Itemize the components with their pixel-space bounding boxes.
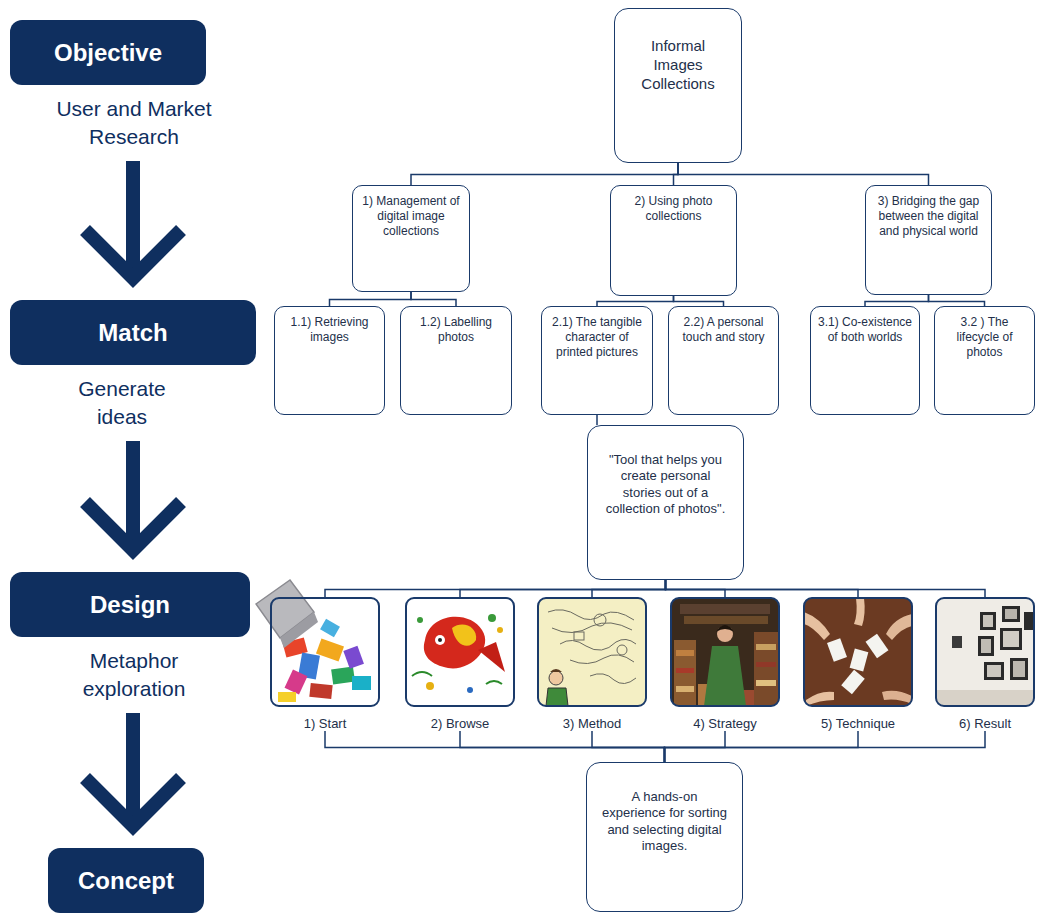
topic-box: "Tool that helps you create personal sto… bbox=[587, 425, 744, 580]
box-text: 3.1) Co-existence of both worlds bbox=[817, 315, 913, 345]
tree-connector bbox=[666, 580, 986, 597]
tree-connector bbox=[597, 415, 598, 425]
tree-connector bbox=[929, 295, 985, 306]
box-text: 1.1) Retrieving images bbox=[281, 315, 378, 345]
process-step: MatchGenerate ideas bbox=[10, 300, 250, 431]
topic-box: 2.1) The tangible character of printed p… bbox=[541, 306, 653, 415]
strategy-picture bbox=[671, 598, 779, 706]
technique-picture bbox=[804, 598, 912, 706]
metaphor-picture-node: 6) Result bbox=[935, 597, 1035, 731]
metaphor-picture-node: 1) Start bbox=[270, 597, 380, 731]
picture-frame bbox=[537, 597, 647, 707]
topic-box: 2.2) A personal touch and story bbox=[668, 306, 779, 415]
step-badge: Design bbox=[10, 572, 250, 637]
topic-box: 1) Management of digital image collectio… bbox=[352, 185, 470, 292]
topic-box: 1.1) Retrieving images bbox=[274, 306, 385, 415]
topic-box: Informal Images Collections bbox=[614, 8, 742, 163]
tree-connector bbox=[460, 731, 665, 762]
metaphor-picture-node: 4) Strategy bbox=[670, 597, 780, 731]
metaphor-picture-node: 5) Technique bbox=[803, 597, 913, 731]
step-title-text: Match bbox=[98, 319, 167, 347]
flow-arrow bbox=[85, 161, 181, 278]
box-text: Informal Images Collections bbox=[627, 37, 729, 93]
picture-caption: 2) Browse bbox=[405, 716, 515, 731]
box-text: "Tool that helps you create personal sto… bbox=[600, 452, 731, 517]
tree-connector bbox=[411, 163, 678, 185]
topic-box: 2) Using photo collections bbox=[610, 185, 737, 296]
tree-connector bbox=[666, 580, 726, 597]
step-title-text: Design bbox=[90, 591, 170, 619]
picture-frame bbox=[405, 597, 515, 707]
step-subtitle: Generate ideas bbox=[62, 375, 182, 431]
step-title-text: Objective bbox=[54, 39, 162, 67]
picture-caption: 4) Strategy bbox=[670, 716, 780, 731]
flow-arrow bbox=[85, 441, 181, 550]
picture-caption: 3) Method bbox=[537, 716, 647, 731]
tree-connector bbox=[678, 163, 929, 185]
picture-caption: 5) Technique bbox=[803, 716, 913, 731]
tree-connector bbox=[865, 295, 929, 306]
step-subtitle: User and Market Research bbox=[34, 95, 234, 151]
tree-connector bbox=[325, 580, 666, 597]
box-text: A hands-on experience for sorting and se… bbox=[599, 789, 730, 854]
topic-box: 3.2 ) The lifecycle of photos bbox=[934, 306, 1035, 415]
tree-connector bbox=[460, 580, 666, 597]
tree-connector bbox=[330, 292, 412, 306]
box-text: 1) Management of digital image collectio… bbox=[359, 194, 463, 239]
tree-connector bbox=[592, 731, 665, 762]
box-text: 1.2) Labelling photos bbox=[407, 315, 505, 345]
box-text: 2.1) The tangible character of printed p… bbox=[548, 315, 646, 360]
box-text: 2) Using photo collections bbox=[617, 194, 730, 224]
picture-caption: 1) Start bbox=[270, 716, 380, 731]
tree-connector bbox=[665, 731, 986, 762]
topic-box: A hands-on experience for sorting and se… bbox=[586, 762, 743, 912]
box-text: 3) Bridging the gap between the digital … bbox=[872, 194, 985, 239]
box-text: 2.2) A personal touch and story bbox=[675, 315, 772, 345]
tree-connector bbox=[597, 296, 674, 306]
method-picture bbox=[538, 598, 646, 706]
process-step: Concept bbox=[48, 848, 204, 913]
step-title-text: Concept bbox=[78, 867, 174, 895]
flow-arrow bbox=[85, 713, 181, 826]
picture-frame bbox=[670, 597, 780, 707]
tree-connector bbox=[325, 731, 665, 762]
box-text: 3.2 ) The lifecycle of photos bbox=[941, 315, 1028, 360]
step-badge: Concept bbox=[48, 848, 204, 913]
result-picture bbox=[936, 598, 1034, 706]
step-badge: Match bbox=[10, 300, 256, 365]
tree-connector bbox=[666, 580, 859, 597]
picture-caption: 6) Result bbox=[935, 716, 1035, 731]
tree-connector bbox=[592, 580, 666, 597]
metaphor-picture-node: 2) Browse bbox=[405, 597, 515, 731]
tree-connector bbox=[665, 731, 859, 762]
tree-connector bbox=[674, 296, 724, 306]
metaphor-picture-node: 3) Method bbox=[537, 597, 647, 731]
step-badge: Objective bbox=[10, 20, 206, 85]
tree-connector bbox=[665, 731, 726, 762]
picture-frame bbox=[803, 597, 913, 707]
step-subtitle: Metaphor exploration bbox=[54, 647, 214, 703]
picture-frame bbox=[270, 597, 380, 707]
topic-box: 1.2) Labelling photos bbox=[400, 306, 512, 415]
picture-frame bbox=[935, 597, 1035, 707]
process-step: DesignMetaphor exploration bbox=[10, 572, 250, 703]
topic-box: 3.1) Co-existence of both worlds bbox=[810, 306, 920, 415]
start-picture bbox=[256, 580, 379, 706]
process-step: ObjectiveUser and Market Research bbox=[10, 20, 250, 151]
tree-connector bbox=[411, 292, 456, 306]
browse-picture bbox=[406, 598, 514, 706]
topic-box: 3) Bridging the gap between the digital … bbox=[865, 185, 992, 295]
